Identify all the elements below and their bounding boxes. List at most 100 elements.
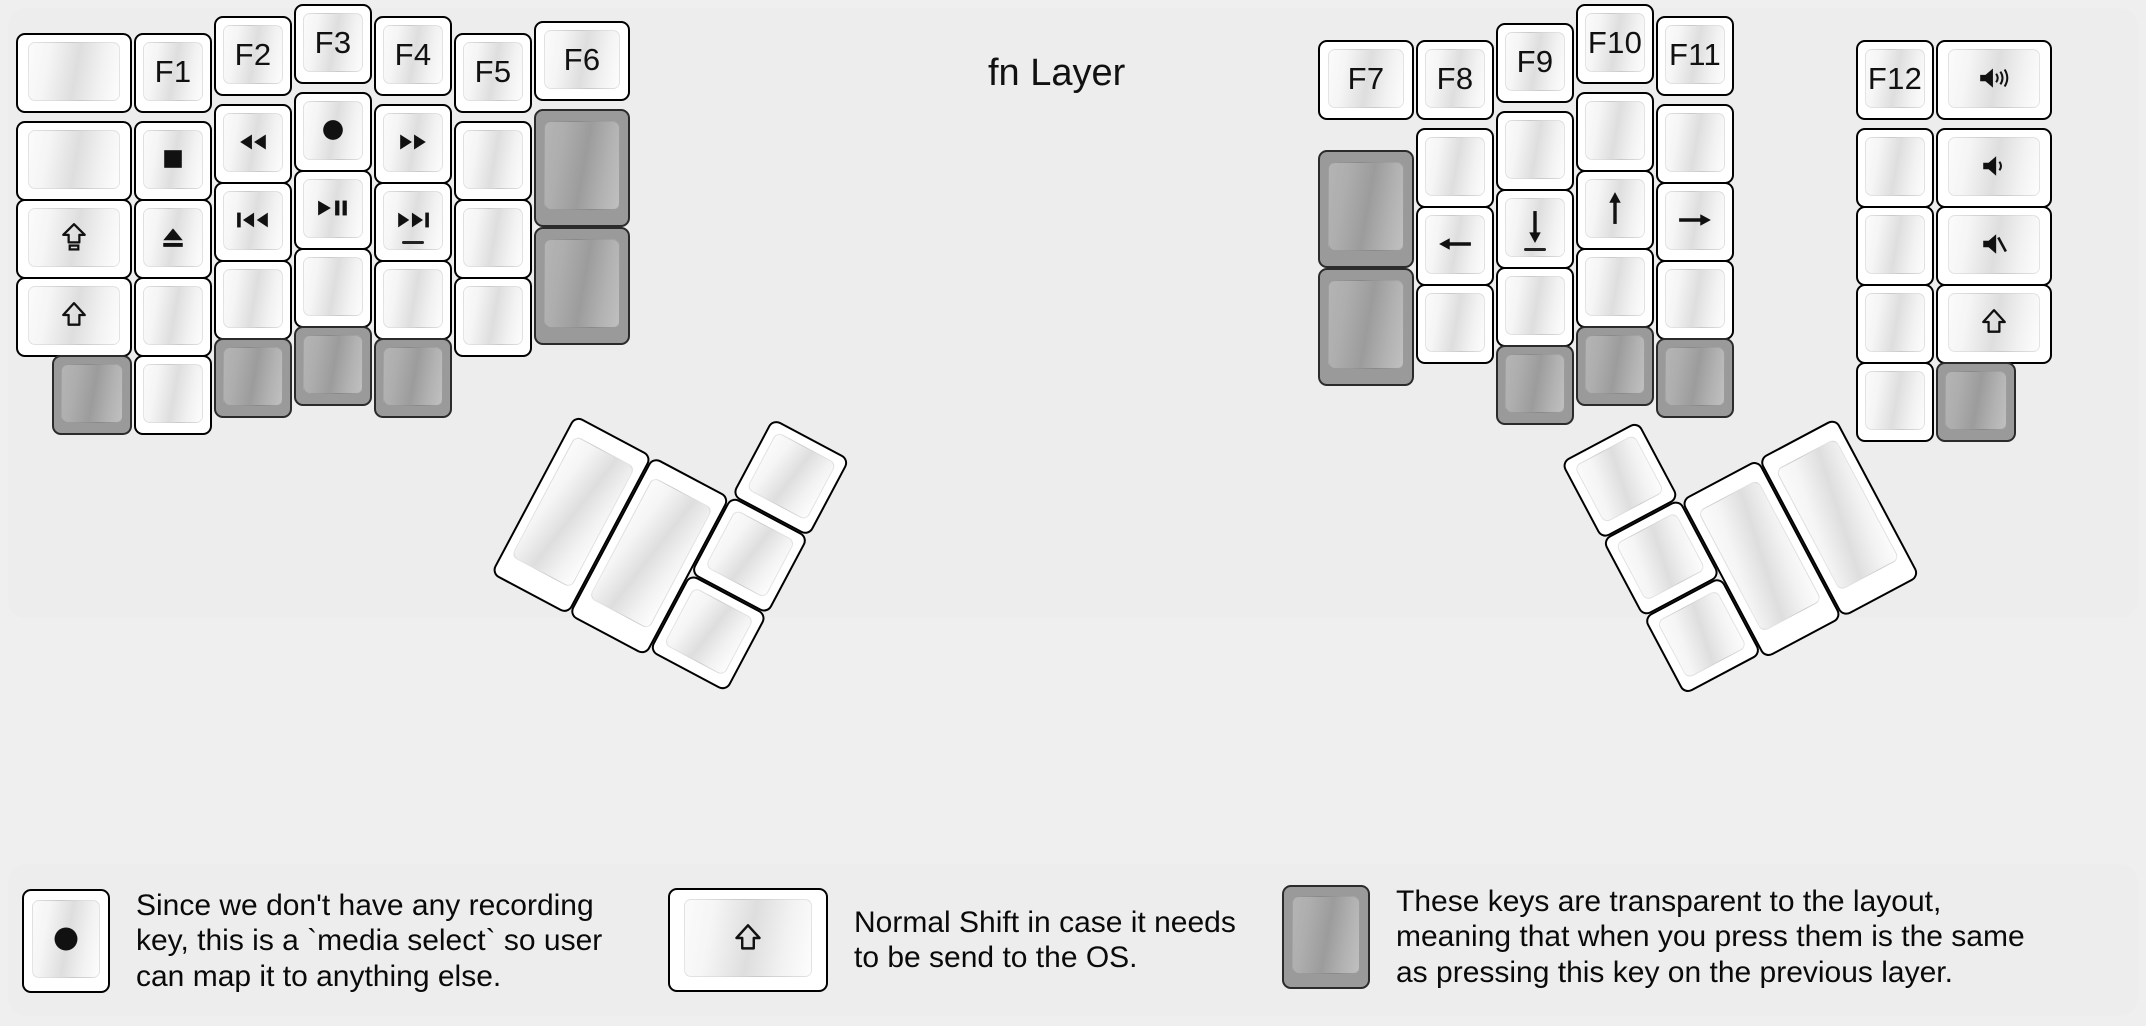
key-media-stop[interactable]: [134, 121, 212, 201]
key-f4-col-transparent[interactable]: [374, 338, 452, 418]
key-f5-col-r2[interactable]: [454, 121, 532, 201]
key-arrow-down[interactable]: [1496, 189, 1574, 269]
keycap-face: [544, 121, 620, 211]
key-f11-col-r2[interactable]: [1656, 104, 1734, 184]
keycap-face: [1504, 275, 1566, 336]
key-f12-col-r3[interactable]: [1856, 206, 1934, 286]
keycap-face: [28, 207, 120, 268]
key-f1-col-r5[interactable]: [134, 355, 212, 435]
key-f5[interactable]: F5: [454, 33, 532, 113]
arrow-down-icon: [1524, 210, 1546, 244]
play-pause-icon: [316, 197, 350, 219]
key-caps-lock-shift[interactable]: [16, 199, 132, 279]
media-stop-icon: [162, 148, 184, 170]
key-volume-down[interactable]: [1936, 128, 2052, 208]
key-f1[interactable]: F1: [134, 33, 212, 113]
keycap-face: [462, 285, 524, 346]
key-f6-col-transparent-2[interactable]: [534, 227, 630, 345]
key-arrow-up[interactable]: [1576, 170, 1654, 250]
key-f9-col-r4[interactable]: [1496, 267, 1574, 347]
key-f8-col-r4[interactable]: [1416, 284, 1494, 364]
key-shift-left[interactable]: [16, 277, 132, 357]
keycap-face: [302, 100, 364, 161]
keycap-face: [28, 129, 120, 190]
shift-icon: [1981, 308, 2007, 336]
fast-forward-icon: [397, 131, 429, 153]
key-f8-col-r2[interactable]: [1416, 128, 1494, 208]
key-f11-col-transparent[interactable]: [1656, 338, 1734, 418]
key-play-pause[interactable]: [294, 170, 372, 250]
key-arrow-left[interactable]: [1416, 206, 1494, 286]
key-f9-col-r2[interactable]: [1496, 111, 1574, 191]
key-rewind[interactable]: [214, 104, 292, 184]
key-f1-col-r4[interactable]: [134, 277, 212, 357]
key-f5-col-r4[interactable]: [454, 277, 532, 357]
key-eject[interactable]: [134, 199, 212, 279]
keycap-face: [1948, 48, 2040, 109]
keycap-face: [544, 239, 620, 329]
keycap-face: [302, 334, 364, 395]
key-f8[interactable]: F8: [1416, 40, 1494, 120]
keycap-face: [1584, 256, 1646, 317]
key-f4[interactable]: F4: [374, 16, 452, 96]
keycap-face: [1664, 190, 1726, 251]
key-right-outer-transparent[interactable]: [1936, 362, 2016, 442]
key-f5-col-r3[interactable]: [454, 199, 532, 279]
keycap-face: [1328, 162, 1404, 252]
key-f11[interactable]: F11: [1656, 16, 1734, 96]
key-f10[interactable]: F10: [1576, 4, 1654, 84]
key-left-outer-r2[interactable]: [16, 121, 132, 201]
key-shift-right[interactable]: [1936, 284, 2052, 364]
key-f7-col-transparent-2[interactable]: [1318, 268, 1414, 386]
key-f2-col-r4[interactable]: [214, 260, 292, 340]
shift-icon: [61, 301, 87, 329]
key-f6-col-transparent-1[interactable]: [534, 109, 630, 227]
key-f12[interactable]: F12: [1856, 40, 1934, 120]
key-fast-forward[interactable]: [374, 104, 452, 184]
key-f2[interactable]: F2: [214, 16, 292, 96]
key-left-outer-r1[interactable]: [16, 33, 132, 113]
key-f12-col-r2[interactable]: [1856, 128, 1934, 208]
key-f3-col-transparent[interactable]: [294, 326, 372, 406]
keycap-face: F1: [142, 41, 204, 102]
record-icon: [52, 925, 80, 953]
key-f12-col-r5[interactable]: [1856, 362, 1934, 442]
key-f12-col-r4[interactable]: [1856, 284, 1934, 364]
key-f9[interactable]: F9: [1496, 23, 1574, 103]
key-f3[interactable]: F3: [294, 4, 372, 84]
keycap-face: [142, 285, 204, 346]
key-f3-col-r4[interactable]: [294, 248, 372, 328]
key-f10-col-r2[interactable]: [1576, 92, 1654, 172]
keycap-face: F5: [462, 41, 524, 102]
volume-up-icon: [1977, 65, 2011, 91]
keycap-face: [1573, 433, 1665, 524]
keycap-face: [1944, 370, 2008, 431]
key-f7[interactable]: F7: [1318, 40, 1414, 120]
keycap-face: [222, 112, 284, 173]
key-left-outer-transparent[interactable]: [52, 355, 132, 435]
keycap-face: [28, 41, 120, 102]
key-f9-col-transparent[interactable]: [1496, 345, 1574, 425]
arrow-left-icon: [1437, 233, 1473, 255]
eject-icon: [160, 224, 186, 250]
key-record[interactable]: [294, 92, 372, 172]
key-f6[interactable]: F6: [534, 21, 630, 101]
key-arrow-right[interactable]: [1656, 182, 1734, 262]
key-label: F8: [1436, 60, 1474, 96]
key-f10-col-transparent[interactable]: [1576, 326, 1654, 406]
key-f7-col-transparent-1[interactable]: [1318, 150, 1414, 268]
key-f2-col-transparent[interactable]: [214, 338, 292, 418]
key-f4-col-r4[interactable]: [374, 260, 452, 340]
keycap-face: [1424, 292, 1486, 353]
keycap-face: [1504, 119, 1566, 180]
keycap-face: [684, 899, 812, 977]
key-volume-mute[interactable]: [1936, 206, 2052, 286]
key-next-track[interactable]: [374, 182, 452, 262]
key-f10-col-r4[interactable]: [1576, 248, 1654, 328]
key-volume-up[interactable]: [1936, 40, 2052, 120]
keycap-face: [704, 508, 797, 599]
keycap-face: [1864, 370, 1926, 431]
key-previous-track[interactable]: [214, 182, 292, 262]
homing-bar: [402, 240, 424, 244]
key-f11-col-r4[interactable]: [1656, 260, 1734, 340]
